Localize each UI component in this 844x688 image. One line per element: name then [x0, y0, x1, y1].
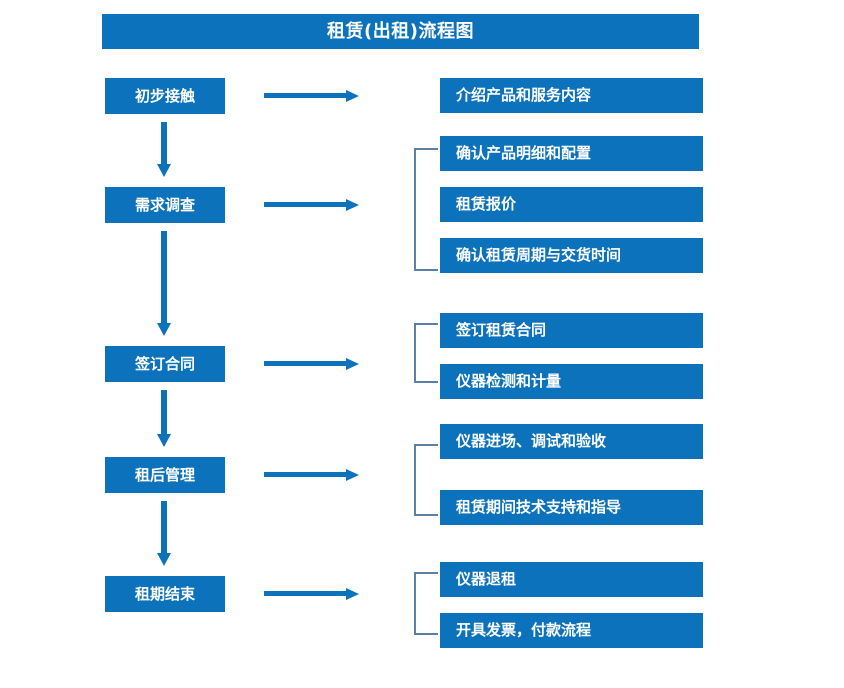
stage-box-rental-end[interactable]: 租期结束: [105, 576, 225, 612]
detail-box-technical-support-guidance[interactable]: 租赁期间技术支持和指导: [440, 490, 703, 525]
horizontal-arrow-right-icon-5: [264, 586, 360, 602]
stage-box-requirement-survey[interactable]: 需求调查: [105, 187, 225, 223]
detail-box-invoice-payment-process[interactable]: 开具发票，付款流程: [440, 613, 703, 648]
detail-box-introduce-products-services[interactable]: 介绍产品和服务内容: [440, 78, 703, 113]
horizontal-arrow-right-icon-1: [264, 88, 360, 104]
horizontal-arrow-right-icon-4: [264, 467, 360, 483]
detail-box-instrument-entry-commissioning-acceptance[interactable]: 仪器进场、调试和验收: [440, 424, 703, 459]
vertical-arrow-down-icon-2: [155, 231, 173, 337]
detail-label: 开具发票，付款流程: [456, 621, 592, 639]
detail-label: 确认租赁周期与交货时间: [456, 246, 622, 264]
detail-box-instrument-return[interactable]: 仪器退租: [440, 562, 703, 597]
vertical-arrow-down-icon-1: [155, 122, 173, 178]
detail-label: 确认产品明细和配置: [456, 144, 592, 162]
detail-label: 租赁报价: [456, 195, 517, 213]
detail-label: 签订租赁合同: [456, 321, 547, 339]
diagram-title-banner: 租赁(出租)流程图: [102, 14, 699, 49]
detail-box-rental-quote[interactable]: 租赁报价: [440, 187, 703, 222]
stage-label: 初步接触: [134, 86, 195, 105]
stage-box-sign-contract[interactable]: 签订合同: [105, 346, 225, 382]
stage-label: 需求调查: [134, 195, 195, 214]
stage-label: 租期结束: [134, 584, 195, 603]
horizontal-arrow-right-icon-3: [264, 356, 360, 372]
stage-box-initial-contact[interactable]: 初步接触: [105, 78, 225, 114]
group-bracket-sign-contract: [414, 323, 438, 383]
detail-box-confirm-rental-period-delivery[interactable]: 确认租赁周期与交货时间: [440, 238, 703, 273]
detail-label: 仪器退租: [456, 570, 517, 588]
group-bracket-rental-end: [414, 572, 438, 635]
stage-box-post-rental-management[interactable]: 租后管理: [105, 457, 225, 493]
stage-label: 签订合同: [134, 354, 195, 373]
horizontal-arrow-right-icon-2: [264, 197, 360, 213]
stage-label: 租后管理: [134, 465, 195, 484]
detail-label: 仪器进场、调试和验收: [456, 432, 607, 450]
group-bracket-requirement-survey: [414, 148, 438, 271]
detail-box-confirm-product-spec[interactable]: 确认产品明细和配置: [440, 136, 703, 171]
detail-label: 租赁期间技术支持和指导: [456, 498, 622, 516]
detail-box-sign-rental-contract[interactable]: 签订租赁合同: [440, 313, 703, 348]
vertical-arrow-down-icon-3: [155, 390, 173, 448]
detail-label: 仪器检测和计量: [456, 372, 562, 390]
detail-box-instrument-inspection-metering[interactable]: 仪器检测和计量: [440, 364, 703, 399]
vertical-arrow-down-icon-4: [155, 501, 173, 567]
page-title: 租赁(出租)流程图: [327, 20, 474, 42]
detail-label: 介绍产品和服务内容: [456, 86, 592, 104]
group-bracket-post-rental-management: [414, 444, 438, 516]
